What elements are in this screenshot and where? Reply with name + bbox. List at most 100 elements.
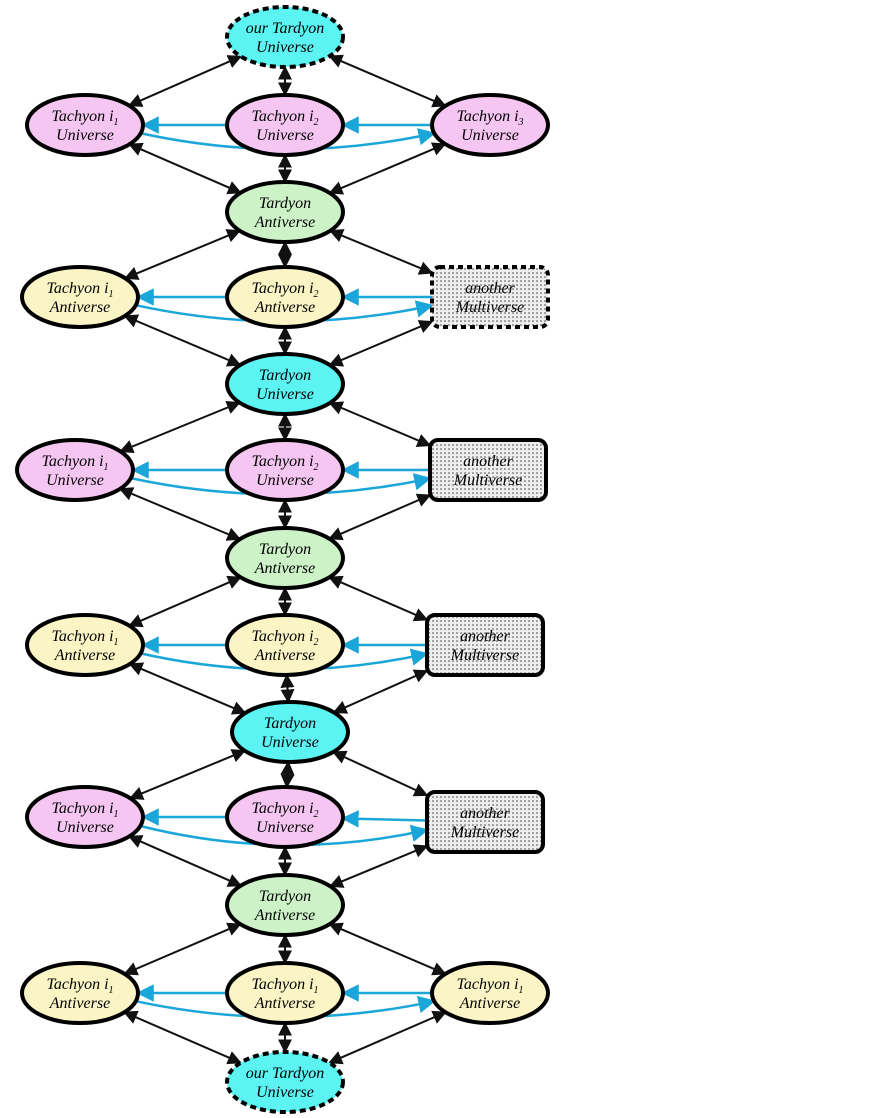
node-label-line2: Universe [256, 819, 314, 836]
edge-c1-r2a [123, 229, 242, 280]
edge-c4-r5a [128, 749, 247, 800]
node-label-line1: Tachyon i1 [46, 280, 113, 300]
node-shape [225, 93, 345, 157]
node-shape [25, 613, 145, 677]
node-label-line2: Universe [256, 127, 314, 144]
edge-m3-c3 [328, 493, 432, 541]
node-label-line2: Antiverse [254, 647, 315, 664]
node-shape [425, 613, 545, 677]
node-label-line1: another [460, 805, 511, 822]
node-shape [20, 961, 140, 1025]
node-label-line1: Tachyon i2 [251, 800, 318, 820]
node-label-line2: Multiverse [453, 472, 522, 489]
node-shape [225, 265, 345, 329]
node-label-line2: Antiverse [254, 907, 315, 924]
node-label-line2: Antiverse [254, 299, 315, 316]
node-label-line2: Universe [256, 1084, 314, 1101]
edge-r1c-c1 [328, 142, 447, 195]
node-label-line2: Universe [56, 127, 114, 144]
edge-c5-r6a [123, 922, 242, 976]
node-label-line1: Tardyon [259, 195, 311, 212]
edge-r6a-bot [123, 1010, 242, 1065]
node-label-line2: Universe [46, 472, 104, 489]
node-label-line1: Tachyon i1 [41, 453, 108, 473]
node-shape [25, 93, 145, 157]
node-label-line1: Tachyon i1 [46, 976, 113, 996]
node-label-line2: Antiverse [459, 995, 520, 1012]
edge-c3-r4a [128, 575, 242, 628]
edge-c2-m3 [328, 401, 432, 447]
edge-r6c-bot [328, 1010, 447, 1065]
edge-r4a-c4 [128, 662, 247, 715]
node-label-line1: Tachyon i2 [251, 628, 318, 648]
node-label-line1: Tachyon i2 [251, 108, 318, 128]
node-label-line1: our Tardyon [246, 20, 324, 37]
node-label-line2: Antiverse [54, 647, 115, 664]
node-shape [225, 873, 345, 937]
node-label-line1: Tachyon i1 [251, 976, 318, 996]
node-shape [430, 961, 550, 1025]
node-label-line2: Universe [256, 472, 314, 489]
node-label-line2: Universe [256, 386, 314, 403]
node-label-line1: Tachyon i1 [456, 976, 523, 996]
node-shape [430, 93, 550, 157]
node-label-line2: Antiverse [49, 299, 110, 316]
edge-c2-r3a [119, 400, 241, 454]
node-label-line1: Tachyon i2 [251, 453, 318, 473]
node-label-line1: Tachyon i1 [51, 628, 118, 648]
node-label-line1: another [460, 628, 511, 645]
node-shape [225, 352, 345, 416]
node-label-line2: Universe [461, 127, 519, 144]
edge-c3-m4 [328, 575, 429, 622]
node-shape [25, 785, 145, 849]
node-shape [425, 790, 545, 854]
node-label-line1: Tachyon i3 [456, 108, 523, 128]
edge-r5a-c5 [127, 835, 243, 887]
node-label-line2: Multiverse [450, 824, 519, 841]
node-label-line2: Antiverse [254, 995, 315, 1012]
node-shape [428, 438, 548, 502]
node-shape [225, 526, 345, 590]
node-label-line1: Tardyon [259, 541, 311, 558]
node-shape [15, 438, 135, 502]
node-label-line2: Antiverse [254, 214, 315, 231]
node-label-line2: Universe [56, 819, 114, 836]
node-label-line2: Multiverse [455, 299, 524, 316]
edge-r3a-c3 [118, 487, 242, 541]
node-shape [225, 438, 345, 502]
node-label-line2: Universe [261, 734, 319, 751]
edge-r4b-c4 [280, 673, 295, 704]
node-label-line1: Tardyon [259, 888, 311, 905]
node-shape [225, 613, 345, 677]
node-shape [225, 180, 345, 244]
node-shape [225, 5, 345, 69]
edge-top-r1a [127, 55, 243, 107]
node-shape [225, 1050, 345, 1114]
node-label-line2: Antiverse [254, 560, 315, 577]
edge-c5-r6c [328, 922, 447, 976]
edge-m5-r5b [341, 810, 428, 828]
edge-m4-c4 [332, 669, 429, 714]
node-shape [225, 785, 345, 849]
node-label-line1: another [465, 280, 516, 297]
